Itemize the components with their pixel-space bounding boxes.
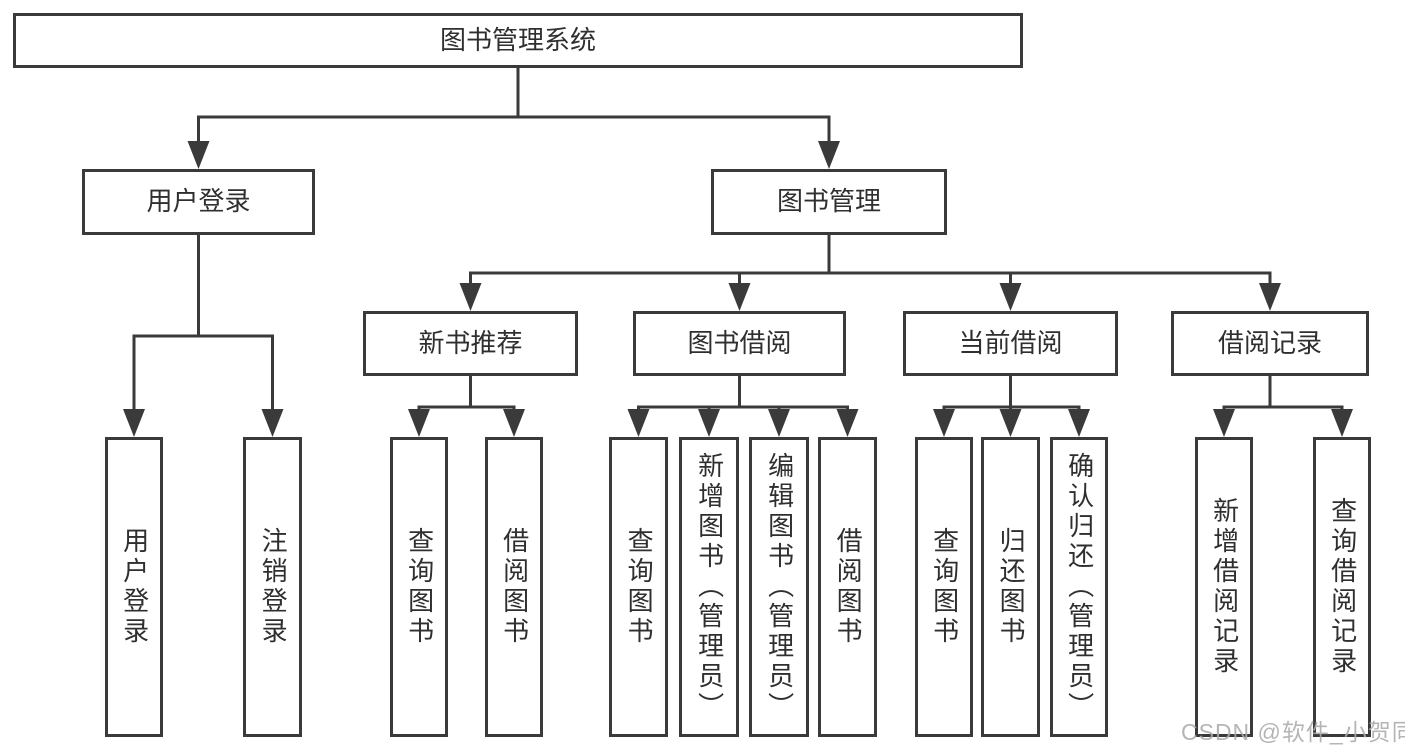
node-current-borrowing: 当前借阅: [903, 311, 1118, 376]
node-leaf-query-borrow-record: 查询借阅记录: [1313, 437, 1371, 737]
node-leaf-edit-books-admin: 编辑图书（管理员）: [749, 437, 809, 737]
node-leaf-recommend-query-books: 查询图书: [390, 437, 448, 737]
node-leaf-recommend-borrow-books: 借阅图书: [485, 437, 543, 737]
node-leaf-logout: 注销登录: [243, 437, 302, 737]
watermark: CSDN @软件_小贺同学: [1181, 719, 1405, 745]
node-leaf-user-login: 用户登录: [105, 437, 163, 737]
node-leaf-current-query-books: 查询图书: [915, 437, 973, 737]
node-book-management: 图书管理: [711, 169, 947, 235]
node-leaf-borrow-books: 借阅图书: [818, 437, 877, 737]
node-leaf-add-books-admin: 新增图书（管理员）: [679, 437, 739, 737]
node-leaf-borrowing-query-books: 查询图书: [609, 437, 668, 737]
node-leaf-return-books: 归还图书: [981, 437, 1040, 737]
node-library-management-system: 图书管理系统: [13, 13, 1023, 68]
node-new-book-recommendation: 新书推荐: [363, 311, 578, 376]
arrowheads: [123, 141, 1353, 437]
node-leaf-add-borrow-record: 新增借阅记录: [1195, 437, 1253, 737]
node-user-login: 用户登录: [82, 169, 315, 235]
node-borrowing-records: 借阅记录: [1171, 311, 1369, 376]
node-book-borrowing: 图书借阅: [633, 311, 846, 376]
node-leaf-confirm-return-admin: 确认归还（管理员）: [1050, 437, 1108, 737]
